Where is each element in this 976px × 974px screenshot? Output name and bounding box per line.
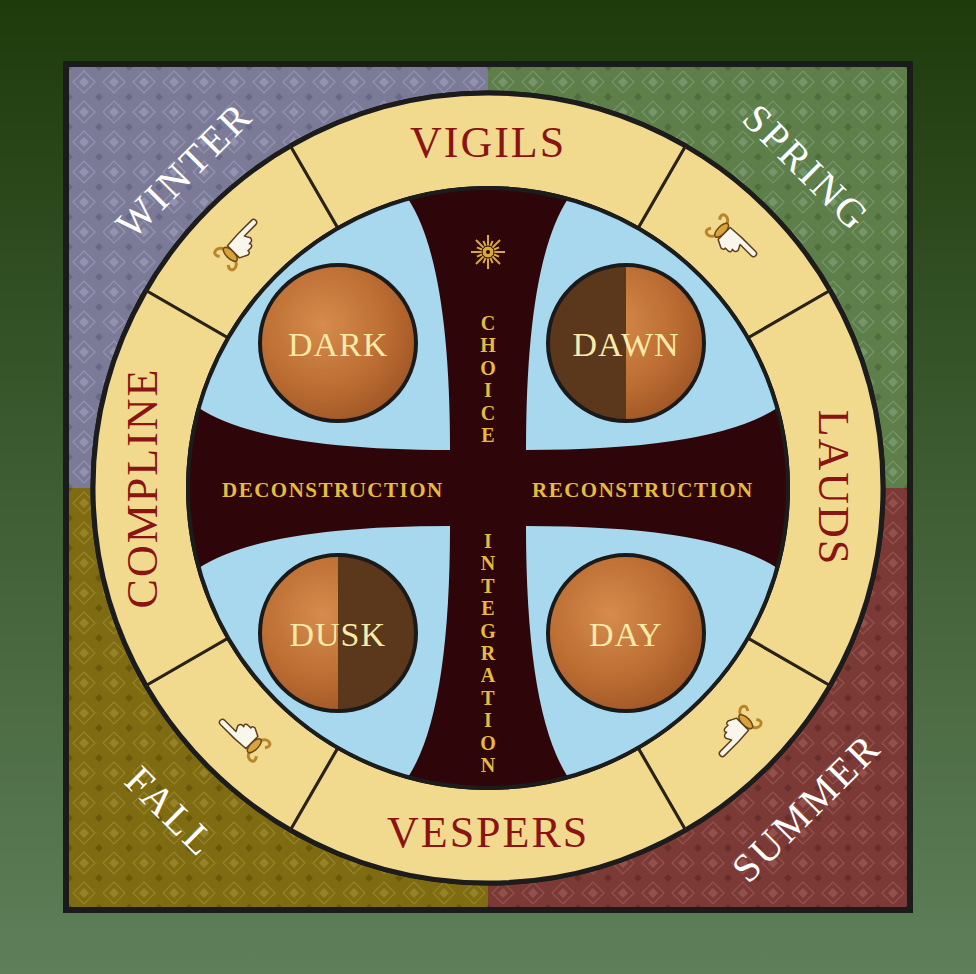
circle-outline — [260, 555, 416, 711]
phase-circle: DUSK — [256, 551, 420, 715]
circle-outline — [260, 265, 416, 421]
sunburst-ray — [490, 241, 492, 247]
phase-label: DAY — [589, 618, 663, 652]
ring-outline — [188, 188, 788, 788]
cross-shape: CHOICE DECONSTRUCTION RECONSTRUCTION INTEGR… — [184, 184, 792, 792]
movement-label: DECONSTRUCTION — [222, 480, 444, 501]
sunburst-core — [486, 250, 490, 254]
sunburst-ray — [487, 258, 489, 269]
sunburst-ray — [494, 254, 500, 256]
ring-fill — [141, 141, 836, 836]
sunburst-ray — [494, 247, 500, 249]
copper-fill — [260, 555, 416, 711]
sky-disc — [188, 188, 788, 788]
movement-label: INTEGRATION — [479, 530, 497, 776]
phase-label: DUSK — [290, 618, 387, 652]
sunburst-ray — [487, 235, 489, 246]
sunburst-ray — [492, 240, 500, 248]
sunburst-ray — [490, 258, 492, 264]
shape-part — [188, 188, 788, 788]
sunburst-ray — [483, 258, 485, 264]
pointing-hand — [213, 215, 269, 271]
circle-outline — [548, 555, 704, 711]
phase-circle: DAY — [544, 551, 708, 715]
sunburst-ray — [477, 254, 483, 256]
sunburst-ray — [494, 251, 505, 253]
movement-label: CHOICE — [479, 312, 497, 446]
copper-fill — [260, 265, 416, 421]
phase-circle: DARK — [256, 261, 420, 425]
sunburst-ray — [476, 256, 484, 264]
cross-fill — [188, 188, 788, 788]
disc-outline — [188, 188, 788, 788]
sunburst-ray — [471, 251, 482, 253]
circle-outline — [548, 265, 704, 421]
office-label: COMPLINE — [121, 368, 165, 609]
sunburst-ray — [476, 240, 484, 248]
sunburst-symbol — [471, 235, 505, 269]
office-label: LAUDS — [811, 410, 855, 567]
ring-dividers — [146, 146, 830, 830]
ring-outline — [93, 93, 883, 883]
copper-fill — [548, 265, 704, 421]
sunburst-ray — [477, 247, 483, 249]
pointing-hand — [707, 705, 763, 761]
movement-label: RECONSTRUCTION — [532, 480, 754, 501]
copper-fill — [548, 555, 704, 711]
sunburst-ray — [483, 241, 485, 247]
pointing-hand — [705, 213, 761, 269]
phase-label: DAWN — [573, 328, 680, 362]
office-label: VIGILS — [410, 121, 566, 165]
sunburst-core — [482, 246, 494, 258]
phase-label: DARK — [288, 328, 388, 362]
phase-circle: DAWN — [544, 261, 708, 425]
pointing-hand — [215, 707, 271, 763]
sunburst-ray — [492, 256, 500, 264]
inner-border — [66, 64, 910, 910]
office-label: VESPERS — [387, 811, 589, 855]
